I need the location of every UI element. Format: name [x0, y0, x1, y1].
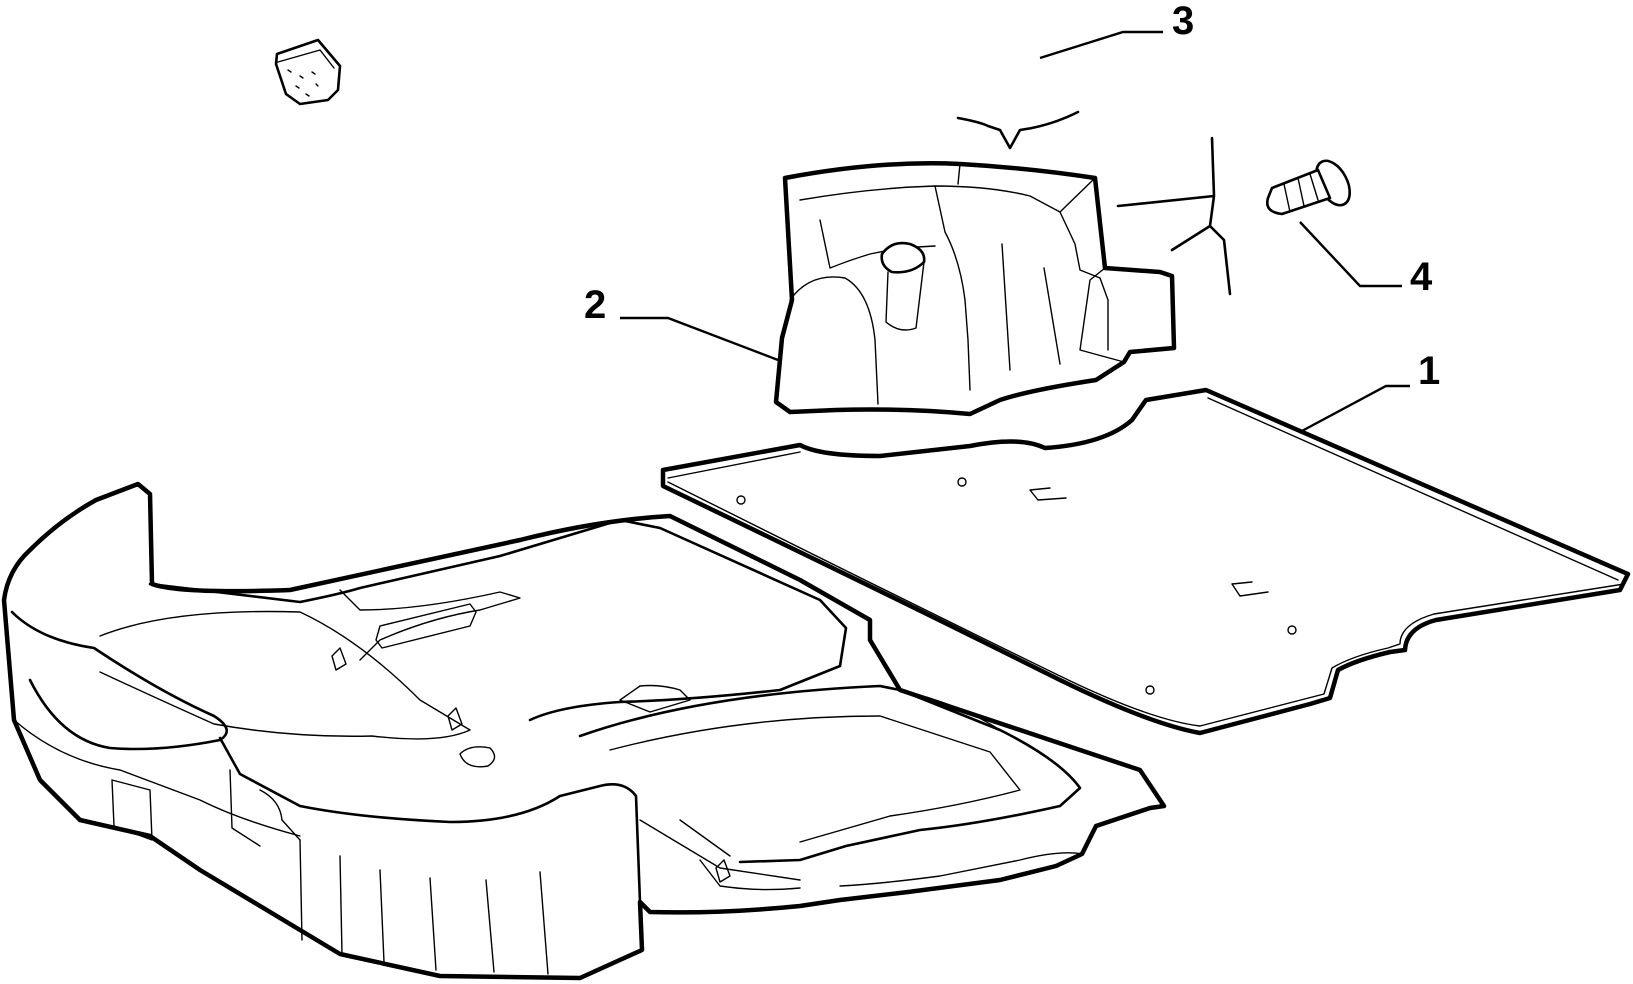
leader-4	[1299, 221, 1402, 288]
callout-4: 4	[1410, 255, 1433, 299]
callout-leaders	[620, 30, 1410, 434]
leader-1	[1299, 384, 1410, 434]
callout-2: 2	[584, 283, 606, 327]
leader-3	[1039, 30, 1163, 60]
mounting-bracket-lines	[1116, 136, 1232, 296]
part-2-wheel-well-trim	[773, 161, 1177, 417]
leader-2	[620, 316, 779, 362]
callout-3: 3	[1172, 0, 1194, 43]
part-3-foam-block	[274, 38, 1080, 150]
part-4-push-clip	[1266, 159, 1352, 216]
callout-1: 1	[1418, 349, 1440, 393]
part-1-floor-mat	[660, 387, 1631, 736]
trunk-tray	[1, 481, 1167, 981]
